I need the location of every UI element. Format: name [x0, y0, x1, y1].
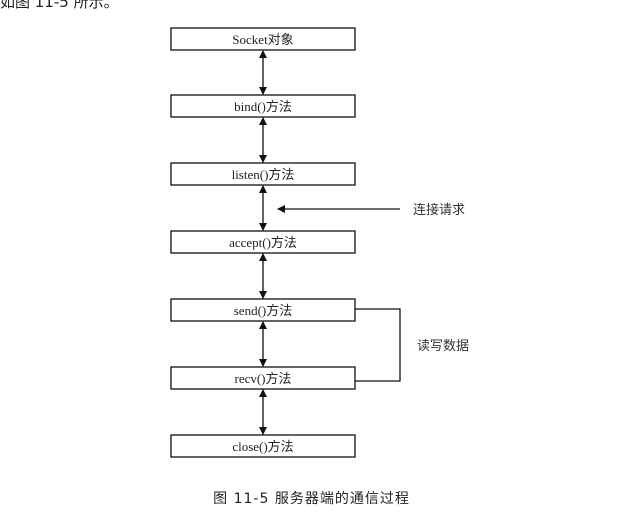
step-label: accept()方法	[229, 235, 297, 250]
intro-text: 如图 11-5 所示。	[0, 0, 119, 11]
figure-caption: 图 11-5 服务器端的通信过程	[213, 491, 410, 507]
read-write-label: 读写数据	[417, 339, 469, 354]
step-label: listen()方法	[232, 167, 295, 182]
step-box	[170, 434, 356, 458]
step-label: bind()方法	[234, 99, 292, 114]
step-label: close()方法	[232, 439, 293, 454]
read-write-bracket	[355, 308, 401, 382]
step-label: recv()方法	[234, 371, 291, 386]
connection-request-label: 连接请求	[413, 202, 465, 218]
step-label: Socket对象	[232, 32, 293, 47]
step-label: send()方法	[234, 303, 293, 318]
